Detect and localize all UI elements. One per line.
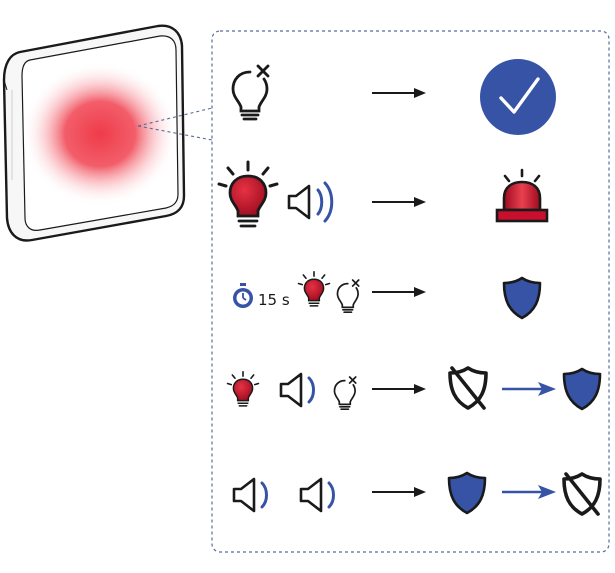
red-light-glow: [22, 62, 178, 206]
bulb-red-on-icon: [217, 160, 279, 228]
speaker-sound-icon: [299, 477, 335, 513]
row-4: [226, 366, 602, 411]
stopwatch-icon: [233, 283, 253, 308]
shield-icon: [447, 471, 487, 515]
row-1: [231, 59, 556, 135]
shield-icon: [562, 367, 602, 411]
arrow-icon: [372, 197, 426, 207]
speaker-sound-icon: [279, 372, 315, 408]
arrow-icon: [372, 384, 426, 394]
row-5: [232, 471, 602, 516]
blue-arrow-icon: [502, 485, 556, 499]
row-3: 15 s: [233, 270, 542, 320]
arrow-icon: [372, 487, 426, 497]
bulb-red-on-icon: [297, 270, 331, 307]
bulb-off-icon: [333, 376, 357, 411]
checkmark-circle-icon: [480, 59, 556, 135]
speaker-sound-icon: [232, 477, 268, 513]
callout-lines: [137, 107, 213, 141]
shield-off-icon: [562, 472, 602, 516]
speaker-sound-icon: [287, 181, 334, 223]
bulb-off-icon: [336, 279, 360, 314]
sensor-device: [2, 24, 186, 242]
arrow-icon: [372, 287, 426, 297]
arrow-icon: [372, 88, 426, 98]
blue-arrow-icon: [502, 382, 556, 396]
row-2: [217, 160, 549, 228]
bulb-off-icon: [231, 64, 270, 121]
shield-off-icon: [448, 366, 488, 410]
bulb-red-on-icon: [226, 370, 260, 407]
legend-frame: [211, 30, 610, 553]
shield-icon: [502, 276, 542, 320]
siren-icon: [495, 168, 549, 223]
timer-label: 15 s: [258, 291, 290, 309]
